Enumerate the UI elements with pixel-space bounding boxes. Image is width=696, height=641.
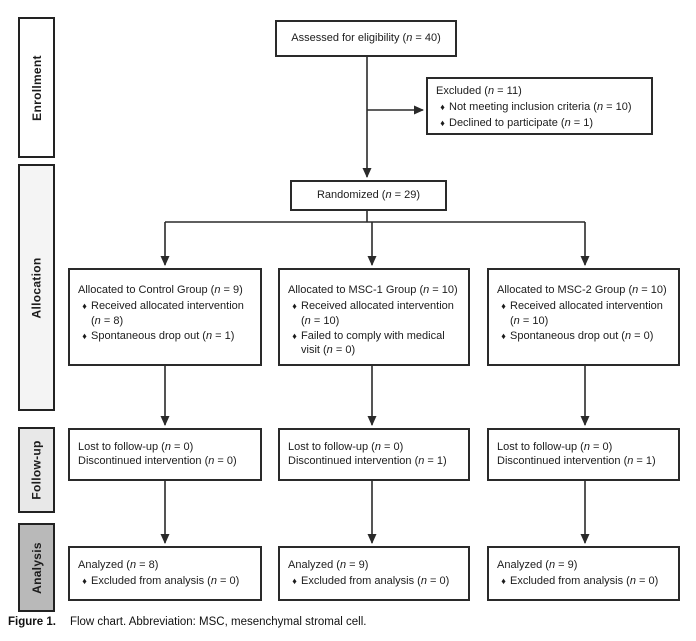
stage-analysis-label: Analysis [29,541,44,594]
caption-text: Flow chart. Abbreviation: MSC, mesenchym… [69,616,367,628]
followup-msc2-box: Lost to follow-up (n = 0) Discontinued i… [487,428,680,481]
allocation-control-box: Allocated to Control Group (n = 9) ♦ Rec… [68,268,262,366]
bullet-text: Received allocated intervention (n = 8) [91,300,244,327]
bullet-row: ♦ Received allocated intervention (n = 1… [288,299,460,328]
followup-msc1-box: Lost to follow-up (n = 0) Discontinued i… [278,428,470,481]
box-title: Analyzed (n = 9) [497,559,578,571]
bullet-text: Failed to comply with medical visit (n =… [301,329,445,357]
bullet-row: ♦ Spontaneous drop out (n = 1) [78,329,252,343]
followup-control-box: Lost to follow-up (n = 0) Discontinued i… [68,428,262,481]
randomized-box: Randomized (n = 29) [290,180,447,211]
bullet-text: Spontaneous drop out (n = 1) [91,329,235,342]
bullet-row: ♦ Spontaneous drop out (n = 0) [497,329,670,343]
stage-analysis: Analysis [18,523,55,612]
analysis-control-box: Analyzed (n = 8) ♦ Excluded from analysi… [68,546,262,601]
diamond-bullet-icon: ♦ [440,102,445,113]
box-title: Allocated to MSC-2 Group (n = 10) [497,284,667,296]
analysis-msc1-box: Analyzed (n = 9) ♦ Excluded from analysi… [278,546,470,601]
diamond-bullet-icon: ♦ [82,301,87,312]
allocation-msc1-box: Allocated to MSC-1 Group (n = 10) ♦ Rece… [278,268,470,366]
bullet-text: Excluded from analysis (n = 0) [510,575,659,588]
bullet-row: ♦ Not meeting inclusion criteria (n = 10… [436,100,643,114]
diamond-bullet-icon: ♦ [292,576,297,587]
diamond-bullet-icon: ♦ [292,301,297,312]
box-title: Excluded (n = 11) [436,85,522,97]
bullet-row: ♦ Declined to participate (n = 1) [436,116,643,130]
diamond-bullet-icon: ♦ [501,301,506,312]
stage-followup-label: Follow-up [29,440,44,500]
excluded-box: Excluded (n = 11) ♦ Not meeting inclusio… [426,77,653,135]
figure-caption: Figure 1. Flow chart. Abbreviation: MSC, … [8,616,366,628]
diamond-bullet-icon: ♦ [440,117,445,128]
bullet-text: Received allocated intervention (n = 10) [510,300,663,327]
bullet-text: Received allocated intervention (n = 10) [301,300,454,327]
followup-line: Lost to follow-up (n = 0) [497,441,613,453]
followup-line: Discontinued intervention (n = 0) [78,455,237,468]
diamond-bullet-icon: ♦ [82,330,87,341]
stage-followup: Follow-up [18,427,55,513]
box-title: Allocated to MSC-1 Group (n = 10) [288,284,458,296]
bullet-text: Declined to participate (n = 1) [449,116,594,129]
stage-enrollment: Enrollment [18,17,55,158]
stage-allocation-label: Allocation [29,256,44,319]
diamond-bullet-icon: ♦ [501,576,506,587]
bullet-row: ♦ Excluded from analysis (n = 0) [78,574,252,588]
allocation-msc2-box: Allocated to MSC-2 Group (n = 10) ♦ Rece… [487,268,680,366]
followup-line: Discontinued intervention (n = 1) [497,455,656,468]
assessed-eligibility-box: Assessed for eligibility (n = 40) [275,20,457,57]
stage-allocation: Allocation [18,164,55,411]
bullet-row: ♦ Excluded from analysis (n = 0) [497,574,670,588]
bullet-text: Not meeting inclusion criteria (n = 10) [449,101,632,114]
box-title: Analyzed (n = 9) [288,559,369,571]
caption-label: Figure 1. [8,616,56,628]
stage-enrollment-label: Enrollment [29,54,44,121]
bullet-row: ♦ Excluded from analysis (n = 0) [288,574,460,588]
bullet-row: ♦ Received allocated intervention (n = 8… [78,299,252,328]
box-title: Allocated to Control Group (n = 9) [78,284,243,296]
followup-line: Lost to follow-up (n = 0) [288,441,404,453]
diamond-bullet-icon: ♦ [501,330,506,341]
bullet-row: ♦ Failed to comply with medical visit (n… [288,329,460,358]
followup-line: Lost to follow-up (n = 0) [78,441,194,453]
bullet-text: Spontaneous drop out (n = 0) [510,329,654,342]
followup-line: Discontinued intervention (n = 1) [288,455,447,468]
bullet-text: Excluded from analysis (n = 0) [301,575,450,588]
analysis-msc2-box: Analyzed (n = 9) ♦ Excluded from analysi… [487,546,680,601]
bullet-text: Excluded from analysis (n = 0) [91,575,240,588]
box-title: Assessed for eligibility (n = 40) [291,32,441,45]
diamond-bullet-icon: ♦ [292,330,297,341]
bullet-row: ♦ Received allocated intervention (n = 1… [497,299,670,328]
box-title: Analyzed (n = 8) [78,559,159,571]
box-title: Randomized (n = 29) [316,189,421,202]
diamond-bullet-icon: ♦ [82,576,87,587]
